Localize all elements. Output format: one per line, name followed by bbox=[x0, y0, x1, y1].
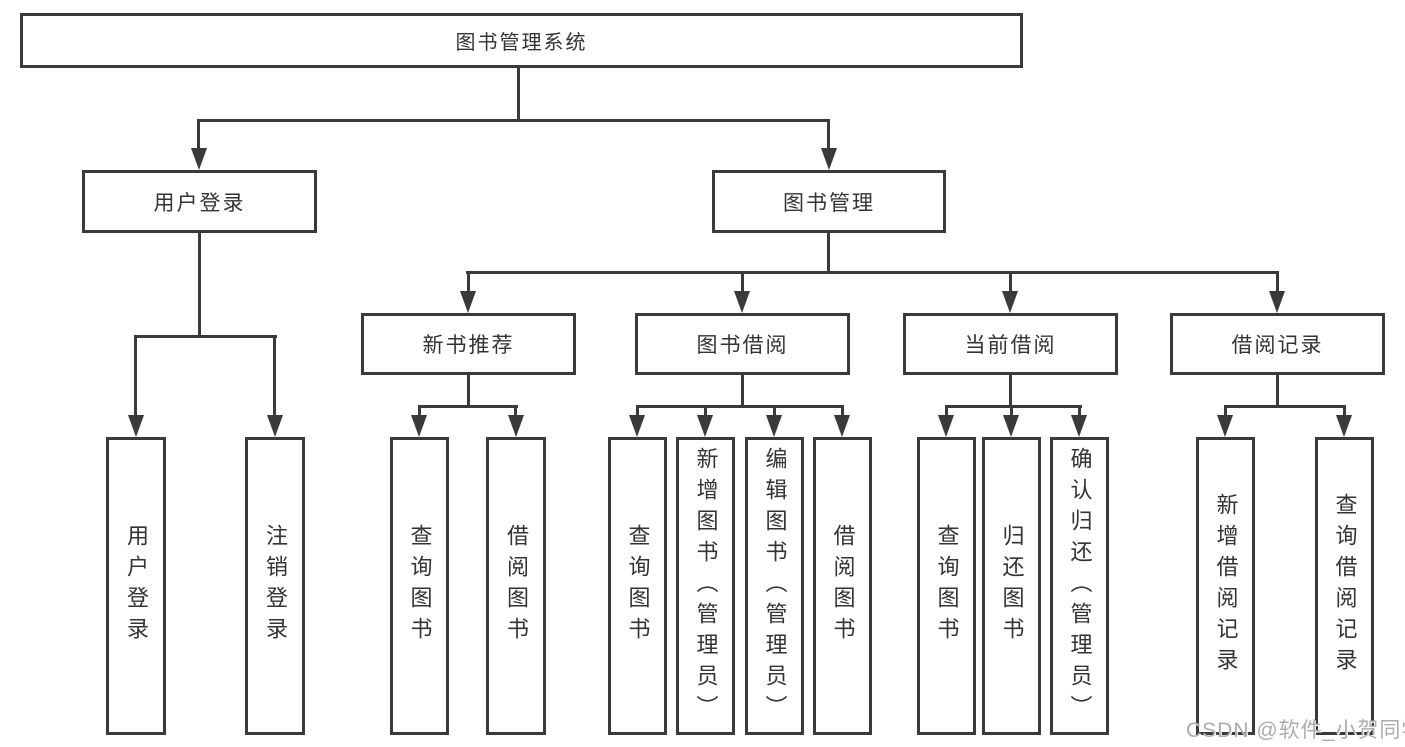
node-leaf-return-books: 归还图书 bbox=[982, 437, 1041, 735]
connector-line bbox=[1010, 405, 1013, 419]
connector-arrow bbox=[1336, 415, 1352, 437]
connector-arrow bbox=[1002, 291, 1018, 313]
node-leaf-query-books-recommend: 查询图书 bbox=[390, 437, 449, 735]
connector-line bbox=[198, 119, 830, 122]
connector-line bbox=[741, 271, 744, 293]
connector-line bbox=[1343, 405, 1346, 419]
connector-line bbox=[1224, 405, 1227, 419]
connector-line bbox=[466, 271, 1279, 274]
connector-line bbox=[418, 405, 421, 419]
node-leaf-query-borrow-record: 查询借阅记录 bbox=[1315, 437, 1374, 735]
connector-arrow bbox=[191, 148, 207, 170]
connector-line bbox=[1078, 405, 1081, 419]
connector-line bbox=[1009, 271, 1012, 293]
connector-line bbox=[198, 233, 201, 337]
connector-arrow bbox=[508, 415, 524, 437]
connector-arrow bbox=[938, 415, 954, 437]
connector-arrow bbox=[460, 291, 476, 313]
node-leaf-logout: 注销登录 bbox=[245, 437, 305, 735]
connector-arrow bbox=[821, 148, 837, 170]
node-leaf-query-books-borrowing: 查询图书 bbox=[608, 437, 667, 735]
node-user-login: 用户登录 bbox=[82, 170, 317, 233]
connector-arrow bbox=[629, 415, 645, 437]
connector-line bbox=[1276, 271, 1279, 293]
connector-line bbox=[514, 405, 517, 419]
connector-arrow bbox=[734, 291, 750, 313]
connector-line bbox=[134, 335, 137, 417]
node-leaf-user-login: 用户登录 bbox=[106, 437, 166, 735]
connector-line bbox=[636, 405, 844, 408]
node-borrowing-records: 借阅记录 bbox=[1170, 313, 1385, 375]
node-leaf-borrow-books: 借阅图书 bbox=[813, 437, 872, 735]
connector-line bbox=[197, 119, 200, 152]
connector-line bbox=[773, 405, 776, 419]
connector-arrow bbox=[1217, 415, 1233, 437]
connector-line bbox=[704, 405, 707, 419]
node-leaf-confirm-return-admin: 确认归还（管理员） bbox=[1050, 437, 1109, 735]
node-leaf-add-borrow-record: 新增借阅记录 bbox=[1196, 437, 1255, 735]
connector-arrow bbox=[834, 415, 850, 437]
node-leaf-borrow-books-recommend: 借阅图书 bbox=[486, 437, 546, 735]
connector-line bbox=[741, 375, 744, 407]
node-book-borrowing: 图书借阅 bbox=[635, 313, 850, 375]
connector-line bbox=[1009, 375, 1012, 407]
node-new-book-recommend: 新书推荐 bbox=[361, 313, 576, 375]
connector-line bbox=[945, 405, 1082, 408]
node-current-borrowing: 当前借阅 bbox=[903, 313, 1118, 375]
connector-arrow bbox=[1003, 415, 1019, 437]
connector-line bbox=[273, 335, 276, 417]
connector-line bbox=[418, 405, 518, 408]
connector-line bbox=[827, 119, 830, 152]
connector-line bbox=[134, 335, 277, 338]
connector-arrow bbox=[411, 415, 427, 437]
connector-line bbox=[841, 405, 844, 419]
connector-line bbox=[467, 375, 470, 407]
csdn-watermark: CSDN @软件_小贺同学 bbox=[1186, 719, 1405, 742]
node-leaf-edit-books-admin: 编辑图书（管理员） bbox=[745, 437, 804, 735]
connector-arrow bbox=[697, 415, 713, 437]
connector-arrow bbox=[766, 415, 782, 437]
connector-line bbox=[467, 271, 470, 293]
connector-arrow bbox=[1071, 415, 1087, 437]
connector-arrow bbox=[267, 415, 283, 437]
connector-arrow bbox=[128, 415, 144, 437]
node-leaf-add-books-admin: 新增图书（管理员） bbox=[676, 437, 735, 735]
connector-line bbox=[827, 233, 830, 273]
connector-line bbox=[517, 68, 520, 122]
connector-arrow bbox=[1269, 291, 1285, 313]
node-library-management-system: 图书管理系统 bbox=[20, 13, 1023, 68]
node-leaf-query-books-current: 查询图书 bbox=[917, 437, 976, 735]
connector-line bbox=[945, 405, 948, 419]
node-book-management: 图书管理 bbox=[712, 170, 946, 233]
connector-line bbox=[1224, 405, 1346, 408]
connector-line bbox=[1276, 375, 1279, 407]
connector-line bbox=[636, 405, 639, 419]
